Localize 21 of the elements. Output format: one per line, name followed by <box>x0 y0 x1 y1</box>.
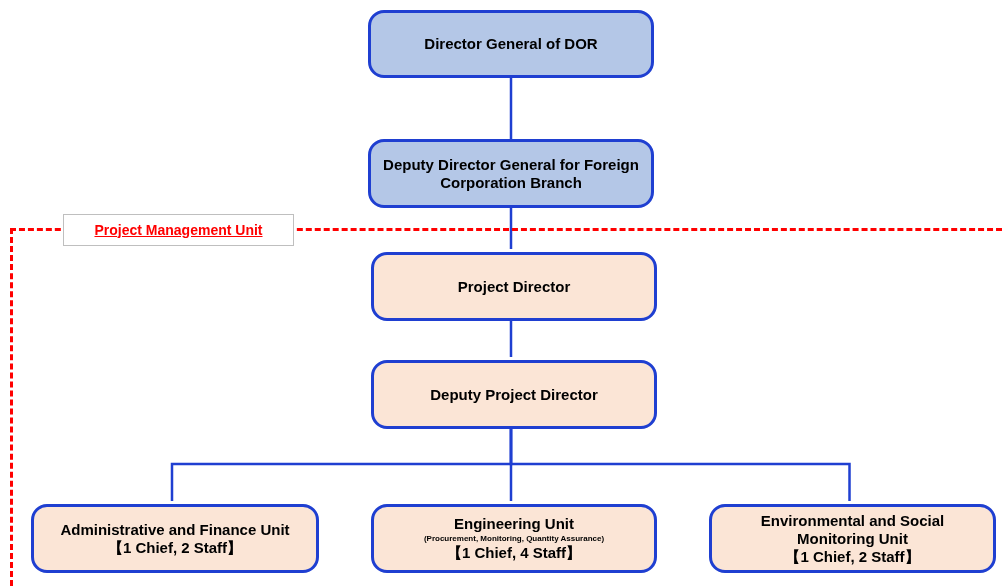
connector-line <box>509 208 513 249</box>
unit-title: Project Director <box>457 277 571 296</box>
unit-staffing: 【1 Chief, 4 Staff】 <box>446 544 582 562</box>
unit-staffing: 【1 Chief, 2 Staff】 <box>785 547 920 566</box>
connector-line <box>509 78 513 139</box>
unit-tasks: (Procurement, Monitoring, Quantity Assurance) <box>423 533 605 544</box>
unit-title: Engineering Unit <box>454 515 574 533</box>
org-unit-box <box>709 504 996 573</box>
org-unit-box <box>31 504 319 573</box>
unit-title: Deputy Director General for Foreign Corporation Branch <box>382 155 640 192</box>
unit-staffing: 【1 Chief, 2 Staff】 <box>107 538 243 557</box>
group-title: Project Management Unit <box>63 214 294 246</box>
unit-title: Administrative and Finance Unit <box>60 520 290 539</box>
unit-title: Director General of DOR <box>424 35 598 53</box>
org-unit-box <box>368 139 654 208</box>
org-unit-box <box>371 360 657 429</box>
org-unit-box <box>371 504 657 573</box>
unit-title: Environmental and Social Monitoring Unit <box>759 511 946 548</box>
org-unit-box <box>371 252 657 321</box>
unit-title: Deputy Project Director <box>430 385 598 404</box>
org-unit-box <box>368 10 654 78</box>
